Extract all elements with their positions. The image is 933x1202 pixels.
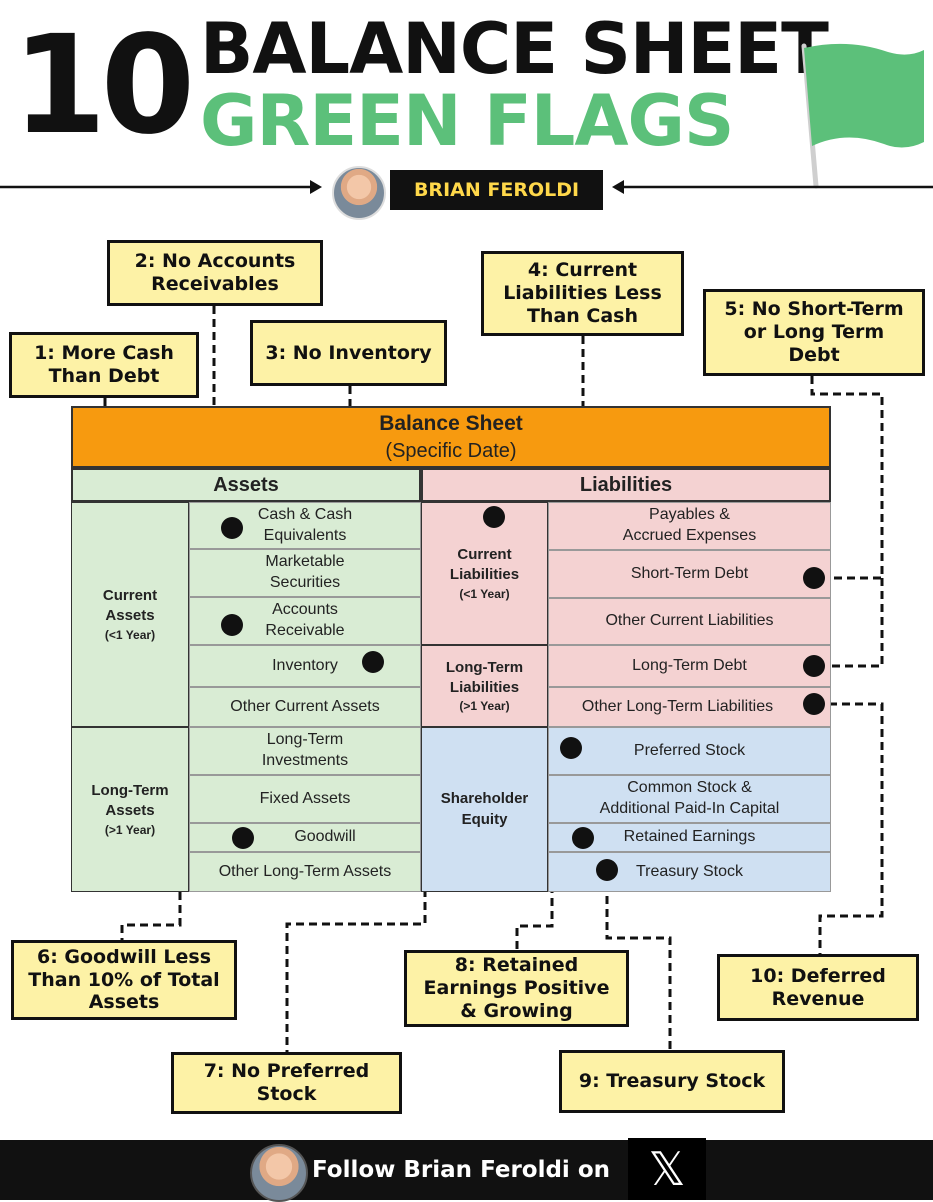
other-lt-liabilities-marker-dot <box>803 693 825 715</box>
inventory-marker-dot <box>362 651 384 673</box>
author-arrows <box>0 180 933 194</box>
balance-sheet-subtitle: (Specific Date) <box>385 439 517 462</box>
author-avatar <box>332 166 386 220</box>
other-current-assets-row: Other Current Assets <box>189 687 421 727</box>
author-name: BRIAN FEROLDI <box>390 170 603 210</box>
retained-earnings-row: Retained Earnings <box>548 823 831 852</box>
assets-header: Assets <box>71 468 421 502</box>
liabilities-header: Liabilities <box>421 468 831 502</box>
long-term-debt-marker-dot <box>803 655 825 677</box>
short-term-debt-row: Short-Term Debt <box>548 550 831 598</box>
other-current-liabilities-row: Other Current Liabilities <box>548 598 831 645</box>
footer-avatar <box>250 1144 308 1202</box>
goodwill-row: Goodwill <box>189 823 421 852</box>
title-line-2: GREEN FLAGS <box>200 80 734 162</box>
long-term-assets-label: Long-Term Assets (>1 Year) <box>71 727 189 892</box>
current-assets-label: Current Assets (<1 Year) <box>71 502 189 727</box>
title-number: 10 <box>12 7 195 165</box>
other-long-term-assets-row: Other Long-Term Assets <box>189 852 421 892</box>
treasury-stock-row: Treasury Stock <box>548 852 831 892</box>
balance-sheet-title: Balance Sheet <box>379 412 523 436</box>
treasury-stock-marker-dot <box>596 859 618 881</box>
follow-text: Follow Brian Feroldi on <box>312 1157 611 1183</box>
receivables-marker-dot <box>221 614 243 636</box>
x-logo-icon[interactable]: 𝕏 <box>628 1138 706 1200</box>
short-term-debt-marker-dot <box>803 567 825 589</box>
cash-marker-dot <box>221 517 243 539</box>
callout-3-no-inventory: 3: No Inventory <box>250 320 447 386</box>
long-term-debt-row: Long-Term Debt <box>548 645 831 687</box>
inventory-row: Inventory <box>189 645 421 687</box>
green-flag-icon <box>801 43 924 189</box>
shareholder-equity-label: Shareholder Equity <box>421 727 548 892</box>
common-stock-row: Common Stock &Additional Paid-In Capital <box>548 775 831 823</box>
payables-row: Payables &Accrued Expenses <box>548 502 831 550</box>
preferred-stock-marker-dot <box>560 737 582 759</box>
fixed-assets-row: Fixed Assets <box>189 775 421 823</box>
balance-sheet-header: Balance Sheet (Specific Date) <box>71 406 831 468</box>
current-liabilities-marker-dot <box>483 506 505 528</box>
current-liabilities-label: Current Liabilities (<1 Year) <box>421 502 548 645</box>
preferred-stock-row: Preferred Stock <box>548 727 831 775</box>
retained-earnings-marker-dot <box>572 827 594 849</box>
long-term-liabilities-label: Long-Term Liabilities (>1 Year) <box>421 645 548 727</box>
callout-9-treasury-stock: 9: Treasury Stock <box>559 1050 785 1113</box>
title-line-1: BALANCE SHEET <box>200 8 829 90</box>
footer-bar <box>0 1140 933 1200</box>
goodwill-marker-dot <box>232 827 254 849</box>
other-long-term-liabilities-row: Other Long-Term Liabilities <box>548 687 831 727</box>
